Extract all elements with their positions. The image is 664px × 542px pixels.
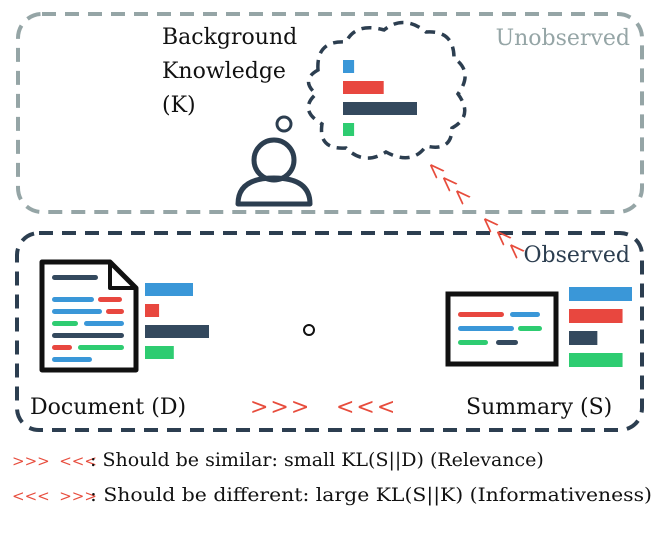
document-bar-red (145, 304, 160, 317)
document-bar-green (145, 346, 174, 359)
person-icon (235, 137, 313, 207)
summary-bar-green (569, 353, 623, 367)
document-bar-navy (145, 325, 209, 338)
unobserved-box (16, 12, 644, 214)
observed-label: Observed (524, 243, 630, 268)
legend-relevance: >>> <<< : Should be similar: small KL(S|… (12, 449, 544, 471)
informativeness-arrows-upper: <<< (420, 155, 477, 212)
document-label: Document (D) (30, 395, 186, 420)
legend-relevance-text: : Should be similar: small KL(S||D) (Rel… (90, 449, 544, 471)
summary-bar-blue (569, 287, 632, 301)
summary-icon (445, 291, 559, 367)
background-knowledge-line1: Background (162, 25, 297, 50)
summary-label: Summary (S) (466, 395, 612, 420)
knowledge-bar-green (343, 123, 355, 136)
observed-box (15, 231, 644, 432)
summary-bar-navy (569, 331, 598, 345)
legend-informativeness: <<< >>> : Should be different: large KL(… (12, 484, 652, 506)
thought-small-bubble-icon (275, 115, 293, 133)
summary-bar-red (569, 309, 623, 323)
center-arrow-left: <<< (336, 395, 397, 420)
knowledge-bar-blue (343, 60, 355, 73)
summary-distribution (569, 287, 632, 367)
unobserved-label: Unobserved (496, 26, 630, 51)
legend-informativeness-marker: <<< >>> (12, 487, 97, 505)
document-distribution (145, 283, 209, 359)
legend-relevance-marker: >>> <<< (12, 452, 97, 470)
thought-cloud-icon (306, 20, 467, 160)
informativeness-arrows-lower: <<< (474, 209, 531, 266)
document-icon (39, 259, 139, 373)
knowledge-distribution (343, 60, 417, 136)
background-knowledge-line3: (K) (162, 93, 196, 118)
legend-informativeness-text: : Should be different: large KL(S||K) (I… (90, 484, 652, 506)
document-bar-blue (145, 283, 193, 296)
center-arrow-right: >>> (250, 395, 311, 420)
knowledge-bar-navy (343, 102, 417, 115)
center-dot (303, 324, 315, 336)
knowledge-bar-red (343, 81, 384, 94)
background-knowledge-line2: Knowledge (162, 59, 286, 84)
